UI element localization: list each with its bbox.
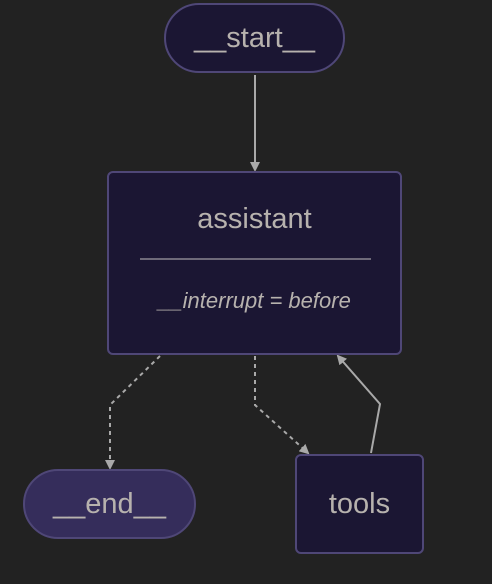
assistant-divider [140,258,371,260]
start-node: __start__ [164,3,345,73]
edge-assistant-to-end [105,355,161,470]
end-node-label: __end__ [53,487,166,520]
assistant-interrupt-label: __interrupt = before [158,288,351,313]
assistant-node-label: assistant [197,203,312,235]
end-node: __end__ [23,469,196,539]
tools-node-label: tools [328,487,391,520]
start-node-label: __start__ [194,21,315,54]
tools-node: tools [295,454,424,554]
edge-assistant-to-tools [254,356,310,455]
edge-tools-to-assistant [336,354,382,454]
assistant-node: assistant __interrupt = before [107,171,402,355]
